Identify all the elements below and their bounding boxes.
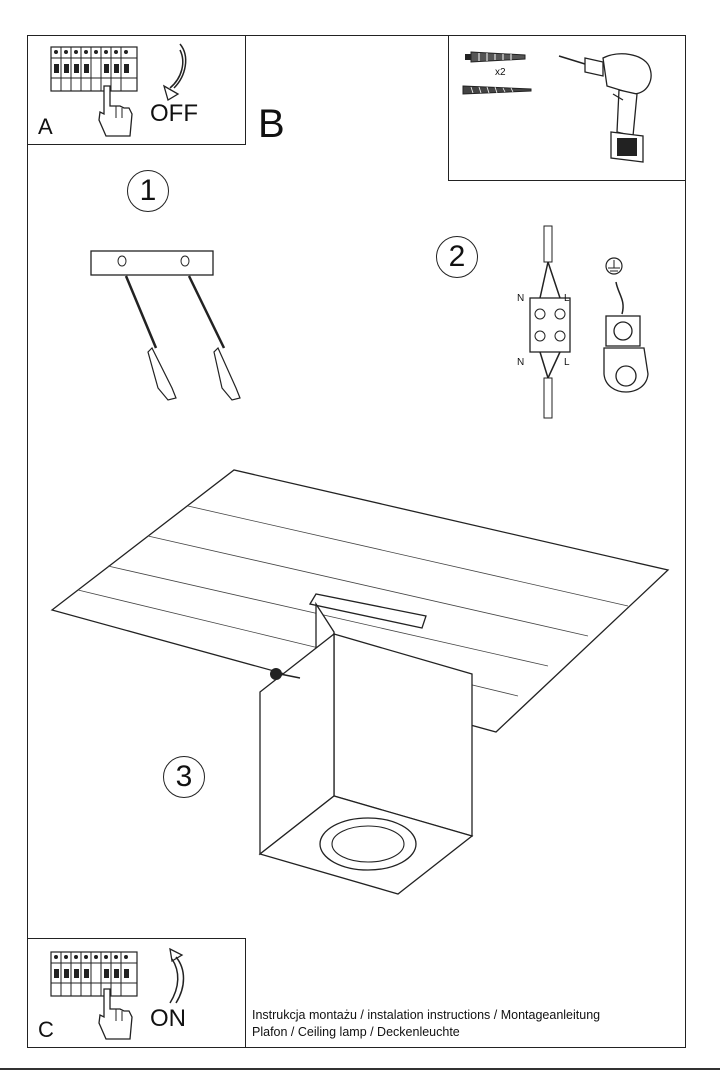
mounting-bracket-with-plugs-diagram xyxy=(90,250,241,401)
circuit-breaker-icon xyxy=(50,46,138,92)
wire-n-bottom-label: N xyxy=(517,357,525,368)
ceiling-lamp-installation-diagram xyxy=(50,469,670,895)
hand-pointer-icon xyxy=(98,85,133,137)
terminal-block-diagram xyxy=(529,225,571,419)
caption-product: Plafon / Ceiling lamp / Deckenleuchte xyxy=(252,1025,460,1039)
step-1-number: 1 xyxy=(139,174,157,207)
step-2-number: 2 xyxy=(448,240,466,273)
wire-l-bottom-label: L xyxy=(564,357,570,368)
step-2-badge: 2 xyxy=(436,236,478,278)
panel-a-off-label: OFF xyxy=(150,100,198,127)
panel-a-letter: A xyxy=(38,114,53,139)
arrow-up-icon xyxy=(169,947,185,1004)
section-b-letter: B xyxy=(258,102,285,146)
wire-l-top-label: L xyxy=(564,293,570,304)
panel-c-letter: C xyxy=(38,1017,54,1042)
caption-instructions: Instrukcja montażu / instalation instruc… xyxy=(252,1008,601,1022)
quantity-label: x2 xyxy=(495,67,506,78)
circuit-breaker-icon xyxy=(50,951,138,997)
panel-a-power-off: A OFF xyxy=(27,35,246,145)
panel-c-power-on: C ON xyxy=(27,938,246,1048)
panel-c-on-label: ON xyxy=(150,1005,186,1032)
arrow-down-icon xyxy=(162,43,187,101)
ground-terminal-diagram xyxy=(603,257,649,393)
wire-n-top-label: N xyxy=(517,293,525,304)
step-1-badge: 1 xyxy=(127,170,169,212)
panel-tools: x2 xyxy=(448,35,686,181)
step-3-number: 3 xyxy=(175,760,193,793)
wall-plug-icon xyxy=(465,51,526,63)
instruction-sheet-frame xyxy=(27,35,686,1048)
screw-icon xyxy=(462,85,532,95)
drill-icon xyxy=(558,53,652,163)
hand-pointer-icon xyxy=(98,988,133,1040)
bottom-divider xyxy=(0,1068,720,1070)
step-3-badge: 3 xyxy=(163,756,205,798)
